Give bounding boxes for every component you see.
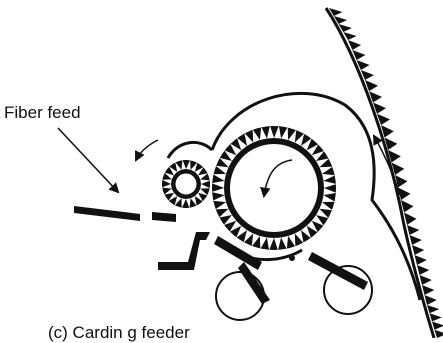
feed-plate-tip (152, 212, 176, 222)
feed-roller (162, 160, 211, 209)
fiber-feed-pointer (58, 128, 118, 192)
figure-caption: (c) Cardin g feeder (48, 324, 190, 341)
stripper-roller-right (308, 252, 372, 314)
mote-knife-bracket (158, 232, 210, 270)
main-cylinder (212, 126, 337, 251)
fiber-feed-label: Fiber feed (4, 104, 81, 121)
feed-rotation-arrow (136, 140, 158, 160)
pivot-point (289, 255, 295, 261)
feed-plate (74, 206, 140, 221)
feed-roller-hood (168, 142, 212, 158)
stripper-roller-left (216, 262, 270, 320)
